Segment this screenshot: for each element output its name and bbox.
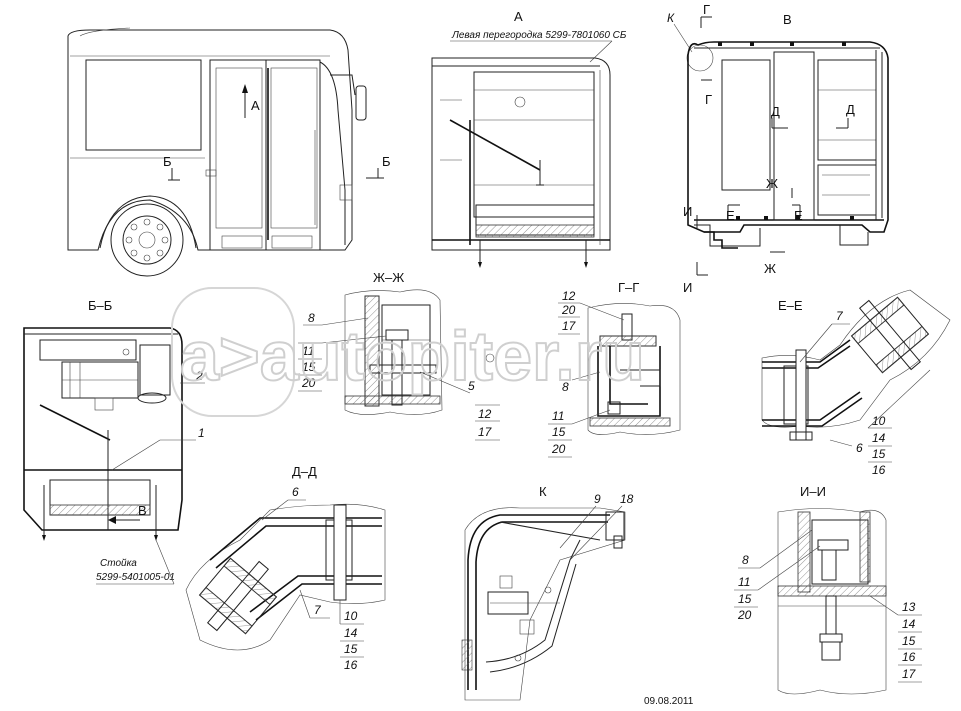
ee-callout-16: 16 — [872, 463, 886, 477]
zhzh-callout-12: 12 — [478, 407, 492, 421]
marker-zh-top: Ж — [766, 176, 778, 191]
zhzh-callout-20: 20 — [301, 376, 316, 390]
marker-g-bottom: Г — [705, 92, 712, 107]
dd-callout-14: 14 — [344, 626, 358, 640]
section-ii-title: И–И — [800, 484, 826, 499]
view-v: В К Г Г Д — [667, 2, 889, 295]
ee-callout-7-label: 7 — [836, 309, 844, 323]
ii-callout-17: 17 — [902, 667, 917, 681]
marker-e-left: Е — [726, 208, 735, 223]
marker-i-top: И — [683, 204, 692, 219]
section-e-e: Е–Е 7 6 10 14 15 16 — [761, 289, 951, 477]
watermark-text: a>autopiter.ru — [180, 317, 645, 395]
dd-callout-7: 7 — [314, 603, 322, 617]
section-dd-title: Д–Д — [292, 464, 317, 479]
ee-callout-10: 10 — [872, 414, 886, 428]
zhzh-callout-5: 5 — [468, 379, 475, 393]
view-k: К 9 18 — [461, 484, 634, 701]
zhzh-callout-15: 15 — [302, 360, 316, 374]
section-k-title: К — [539, 484, 547, 499]
ii-callout-20: 20 — [737, 608, 752, 622]
ii-callout-15: 15 — [738, 592, 752, 606]
marker-d-left: Д — [771, 104, 780, 119]
dd-callout-15: 15 — [344, 642, 358, 656]
gg-callout-15: 15 — [552, 425, 566, 439]
view-a: А Левая перегородка 5299-7801060 СБ — [431, 9, 627, 268]
k-callout-18: 18 — [620, 492, 634, 506]
ee-callout-6: 6 — [856, 441, 863, 455]
section-d-d: Д–Д 6 7 10 14 15 16 — [185, 464, 386, 672]
bb-callout-2: 2 — [195, 369, 203, 383]
dd-callout-16: 16 — [344, 658, 358, 672]
section-ee-title: Е–Е — [778, 298, 803, 313]
ii-callout-15b: 15 — [902, 634, 916, 648]
partition-caption: Левая перегородка 5299-7801060 СБ — [451, 30, 627, 41]
stoyka-number: 5299-5401005-01 — [96, 572, 175, 583]
section-a-title: А — [514, 9, 523, 24]
section-v-title: В — [783, 12, 792, 27]
watermark: a>autopiter.ru — [171, 287, 646, 417]
ii-callout-14: 14 — [902, 617, 916, 631]
stoyka-caption: Стойка — [100, 558, 137, 569]
drawing-date: 09.08.2011 — [644, 696, 694, 707]
k-callout-9: 9 — [594, 492, 601, 506]
marker-i-bottom: И — [683, 280, 692, 295]
gg-callout-12: 12 — [562, 289, 576, 303]
ii-callout-11: 11 — [738, 575, 750, 589]
ii-callout-8: 8 — [742, 553, 749, 567]
gg-callout-17: 17 — [562, 319, 577, 333]
section-zh-zh: Ж–Ж 8 11 15 20 5 12 17 — [298, 270, 500, 441]
zhzh-callout-17: 17 — [478, 425, 493, 439]
marker-k: К — [667, 11, 675, 25]
section-g-g: Г–Г 12 20 17 8 11 15 20 — [548, 280, 681, 458]
section-zhzh-title: Ж–Ж — [373, 270, 404, 285]
section-bb-title: Б–Б — [88, 298, 112, 313]
marker-d-right: Д — [846, 102, 855, 117]
marker-g-top: Г — [703, 2, 710, 17]
section-b-b: Б–Б В 2 1 Стойка 5299-5401005-01 — [23, 298, 205, 585]
gg-callout-11: 11 — [552, 409, 564, 423]
ii-callout-16: 16 — [902, 650, 916, 664]
gg-callout-8: 8 — [562, 380, 569, 394]
marker-b-left: Б — [163, 154, 172, 169]
marker-a-bus: А — [251, 98, 260, 113]
ee-callout-15: 15 — [872, 447, 886, 461]
marker-e-right: Е — [794, 208, 803, 223]
section-i-i: И–И 8 11 15 20 13 14 15 16 17 — [734, 484, 922, 695]
zhzh-callout-11: 11 — [302, 344, 314, 358]
marker-v-bb: В — [138, 503, 147, 518]
bb-callout-1: 1 — [198, 426, 205, 440]
ii-callout-13: 13 — [902, 600, 916, 614]
ee-callout-14: 14 — [872, 431, 886, 445]
dd-callout-10: 10 — [344, 609, 358, 623]
marker-zh-bottom: Ж — [764, 261, 776, 276]
gg-callout-20b: 20 — [551, 442, 566, 456]
gg-callout-20a: 20 — [561, 303, 576, 317]
zhzh-callout-8: 8 — [308, 311, 315, 325]
bus-side-view: А Б Б — [67, 27, 391, 277]
marker-b-right: Б — [382, 154, 391, 169]
dd-callout-6: 6 — [292, 485, 299, 499]
section-gg-title: Г–Г — [618, 280, 639, 295]
